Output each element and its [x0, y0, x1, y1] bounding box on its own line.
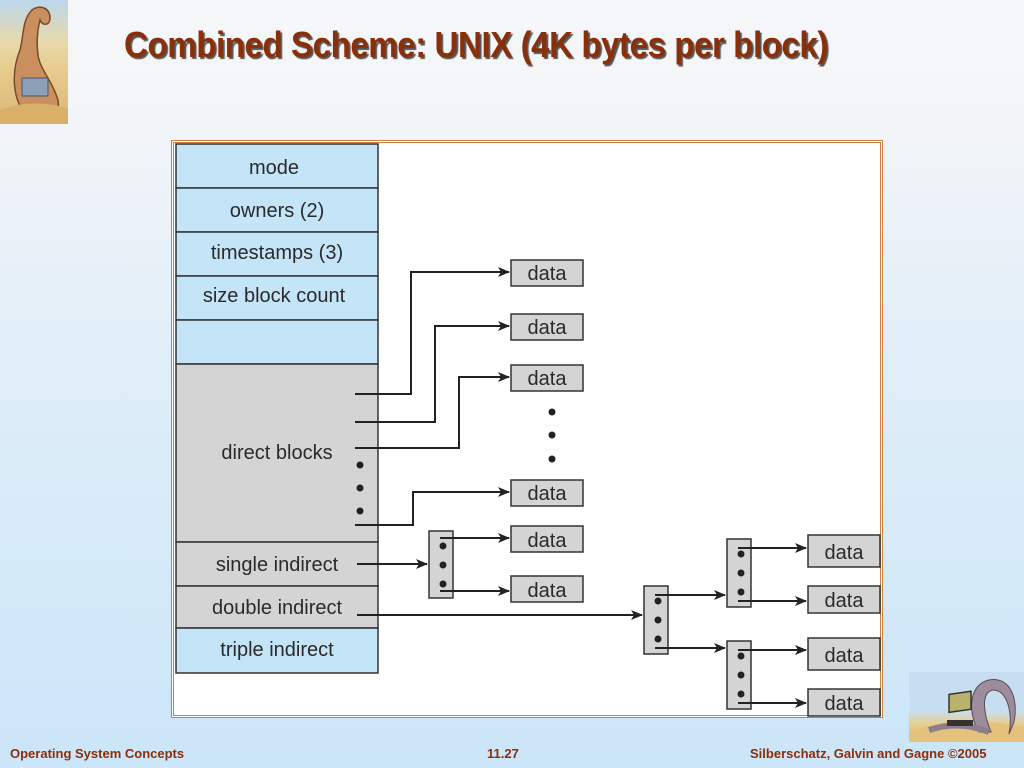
direct-pointer-arrow: [355, 321, 510, 423]
data-block-label: data: [528, 483, 568, 505]
data-block-label: data: [825, 645, 865, 667]
data-block-label: data: [825, 542, 865, 564]
data-block: [807, 585, 881, 614]
inode-field-label: owners (2): [230, 200, 324, 222]
inode-field-double-indirect: [175, 585, 379, 629]
data-block: [807, 534, 881, 568]
data-block: [510, 313, 584, 341]
inode-field-label: single indirect: [216, 554, 339, 576]
data-block: [807, 688, 881, 717]
data-block-label: data: [528, 530, 568, 552]
dinosaur-laptop-icon: [909, 672, 1024, 742]
data-blocks-ellipsis: [548, 408, 556, 463]
inode-field-label: triple indirect: [220, 639, 334, 661]
direct-pointers: [355, 267, 510, 526]
data-block: [807, 637, 881, 671]
data-block-label: data: [528, 580, 568, 602]
direct-pointer-arrow: [355, 372, 510, 449]
data-block: [510, 259, 584, 287]
inode-field-single-indirect: [175, 541, 379, 587]
data-block-label: data: [528, 317, 568, 339]
inode-field-triple-indirect: [175, 627, 379, 674]
slide-title: Combined Scheme: UNIX (4K bytes per bloc…: [124, 24, 828, 65]
inode-field-size-block-count: [175, 275, 379, 321]
inode-field-owners: [175, 187, 379, 233]
data-block: [510, 525, 584, 553]
double-indirect-block: data data data data: [357, 534, 881, 717]
inode-field-label: direct blocks: [221, 442, 332, 464]
inode-field-empty: [175, 319, 379, 365]
dinosaur-logo-icon: [0, 0, 68, 124]
data-block-label: data: [825, 693, 865, 715]
footer-copyright: Silberschatz, Galvin and Gagne ©2005: [750, 746, 987, 761]
data-blocks-direct: data data data data: [510, 259, 584, 507]
inode-table: mode owners (2) timestamps (3) size bloc…: [175, 143, 379, 674]
inode-field-label: timestamps (3): [211, 242, 343, 264]
direct-pointer-arrow: [355, 267, 510, 395]
direct-pointer-arrow: [355, 487, 510, 526]
data-block-label: data: [528, 263, 568, 285]
data-block-label: data: [528, 368, 568, 390]
inode-field-label: mode: [249, 157, 299, 179]
inode-field-label: size block count: [203, 285, 346, 307]
footer-course-title: Operating System Concepts: [10, 746, 185, 761]
direct-blocks-ellipsis: [356, 461, 364, 515]
single-indirect-block: data data: [357, 525, 584, 603]
footer-slide-number: 11.27: [487, 746, 519, 761]
data-block: [510, 364, 584, 392]
data-block-label: data: [825, 590, 865, 612]
inode-field-label: double indirect: [212, 597, 343, 619]
data-block: [510, 479, 584, 507]
data-block: [510, 575, 584, 603]
